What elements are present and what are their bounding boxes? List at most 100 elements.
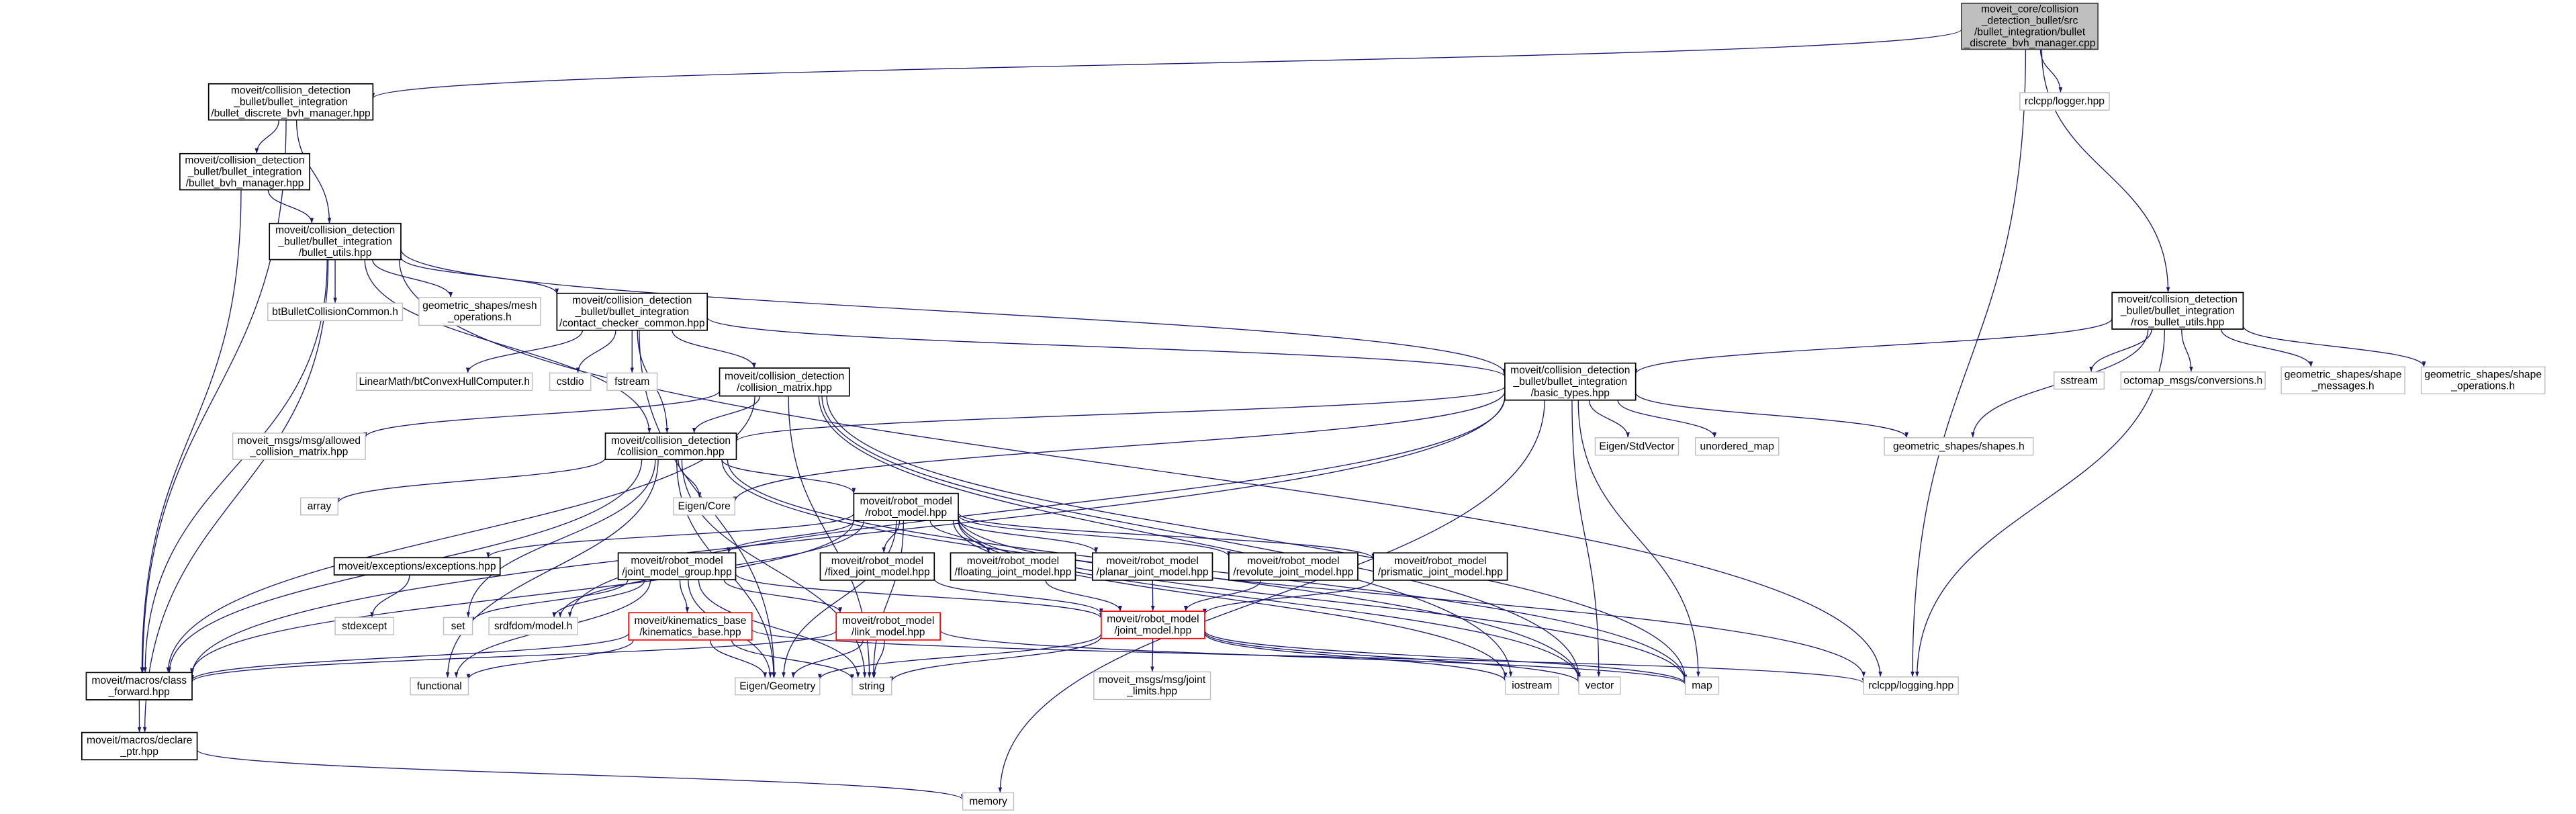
edge-jmg-to-kinematics_base: [679, 580, 690, 613]
edge-collision_matrix-to-collision_common: [692, 396, 761, 433]
edge-contact_checker-to-collision_matrix: [672, 330, 756, 369]
node-eigen_core[interactable]: Eigen/Core: [673, 497, 736, 516]
edge-ros_bullet_utils-to-logging: [1915, 329, 2166, 677]
node-box: [418, 297, 541, 326]
edges-layer: [137, 29, 2426, 801]
node-joint_limits[interactable]: moveit_msgs/msg/joint_limits.hpp: [1093, 671, 1211, 700]
node-box: [1093, 671, 1211, 700]
node-label-line: /ros_bullet_utils.hpp: [2131, 316, 2224, 328]
node-functional[interactable]: functional: [410, 677, 469, 696]
node-box: [333, 557, 501, 576]
node-box: [1961, 3, 2099, 50]
edge-contact_checker-to-linearmath: [465, 330, 584, 373]
node-mesh_ops[interactable]: geometric_shapes/mesh_operations.h: [418, 297, 541, 326]
node-prismatic[interactable]: moveit/robot_model/prismatic_joint_model…: [1373, 552, 1508, 581]
node-box: [628, 612, 753, 641]
node-map[interactable]: map: [1684, 676, 1720, 695]
node-floating[interactable]: moveit/robot_model/floating_joint_model.…: [950, 552, 1076, 581]
edge-root-to-logger: [2039, 49, 2063, 93]
node-allowed_cm[interactable]: moveit_msgs/msg/allowed_collision_matrix…: [232, 433, 366, 460]
node-collision_common[interactable]: moveit/collision_detection/collision_com…: [604, 433, 737, 460]
node-bbvh[interactable]: moveit/collision_detection_bullet/bullet…: [179, 152, 311, 191]
node-logger[interactable]: rclcpp/logger.hpp: [2019, 92, 2110, 111]
node-label-line: memory: [969, 796, 1007, 807]
node-revolute[interactable]: moveit/robot_model/revolute_joint_model.…: [1228, 552, 1359, 581]
node-label-line: _ptr.hpp: [120, 746, 158, 758]
node-label-line: _operations.h: [447, 312, 512, 323]
node-robot_model[interactable]: moveit/robot_model/robot_model.hpp: [853, 492, 959, 521]
node-label-line: moveit/collision_detection: [725, 371, 844, 382]
node-box: [269, 222, 402, 261]
node-array[interactable]: array: [300, 497, 338, 516]
node-label-line: /kinematics_base.hpp: [639, 627, 741, 638]
node-contact_checker[interactable]: moveit/collision_detection_bullet/bullet…: [556, 292, 708, 331]
node-label-line: moveit/collision_detection: [1510, 365, 1630, 376]
node-joint_model[interactable]: moveit/robot_model/joint_model.hpp: [1100, 610, 1205, 639]
node-box: [232, 433, 366, 460]
node-box: [1694, 437, 1780, 456]
edge-jmg-to-link_model: [723, 579, 842, 613]
node-label-line: moveit/robot_model: [860, 496, 952, 507]
node-shapes[interactable]: geometric_shapes/shapes.h: [1884, 437, 2034, 456]
node-ros_bullet_utils[interactable]: moveit/collision_detection_bullet/bullet…: [2111, 291, 2244, 330]
node-shape_messages[interactable]: geometric_shapes/shape_messages.h: [2281, 366, 2405, 395]
edge-link_model-to-eigen_geometry: [791, 639, 864, 678]
edge-basic_types-to-unordered_map: [1617, 400, 1717, 438]
node-unordered_map[interactable]: unordered_map: [1694, 437, 1780, 456]
node-vector[interactable]: vector: [1578, 676, 1621, 695]
node-fixed[interactable]: moveit/robot_model/fixed_joint_model.hpp: [819, 552, 935, 581]
node-box: [2054, 371, 2105, 390]
edge-bullet_utils-to-mesh_ops: [372, 259, 453, 298]
node-memory[interactable]: memory: [962, 792, 1015, 811]
node-label-line: rclcpp/logger.hpp: [2025, 96, 2105, 107]
node-label-line: /bullet_discrete_bvh_manager.hpp: [211, 107, 371, 119]
node-srdfdom[interactable]: srdfdom/model.h: [488, 617, 578, 635]
node-jmg[interactable]: moveit/robot_model/joint_model_group.hpp: [617, 552, 737, 580]
node-label-line: vector: [1585, 680, 1614, 692]
node-collision_matrix[interactable]: moveit/collision_detection/collision_mat…: [719, 367, 850, 397]
edge-kinematics_base-to-functional: [466, 639, 634, 680]
node-label-line: moveit/exceptions/exceptions.hpp: [338, 561, 496, 572]
node-box: [2111, 291, 2244, 330]
node-label-line: moveit/macros/class: [91, 675, 187, 686]
node-linearmath[interactable]: LinearMath/btConvexHullComputer.h: [356, 372, 533, 392]
node-fstream[interactable]: fstream: [606, 372, 658, 392]
node-link_model[interactable]: moveit/robot_model/link_model.hpp: [835, 612, 941, 641]
node-eigen_geometry[interactable]: Eigen/Geometry: [735, 677, 821, 696]
edge-jmg-to-set: [470, 579, 629, 623]
node-planar[interactable]: moveit/robot_model/planar_joint_model.hp…: [1092, 552, 1213, 581]
edge-bbvh-to-class_forward: [140, 189, 242, 673]
node-string[interactable]: string: [852, 677, 892, 696]
node-iostream[interactable]: iostream: [1504, 676, 1559, 695]
node-logging[interactable]: rclcpp/logging.hpp: [1863, 676, 1959, 695]
node-cstdio[interactable]: cstdio: [549, 372, 592, 392]
node-bdbm[interactable]: moveit/collision_detection_bullet/bullet…: [208, 83, 374, 121]
node-set[interactable]: set: [443, 617, 473, 635]
node-exceptions[interactable]: moveit/exceptions/exceptions.hpp: [333, 557, 501, 576]
node-eigen_stdvector[interactable]: Eigen/StdVector: [1594, 437, 1680, 456]
node-label-line: functional: [417, 681, 462, 692]
node-label-line: moveit_core/collision: [1981, 4, 2078, 15]
node-label-line: moveit/collision_detection: [275, 224, 395, 236]
node-basic_types[interactable]: moveit/collision_detection_bullet/bullet…: [1504, 362, 1637, 401]
edge-declare_ptr-to-memory: [196, 749, 965, 801]
node-octomap[interactable]: octomap_msgs/conversions.h: [2120, 371, 2266, 390]
node-btbullet[interactable]: btBulletCollisionCommon.h: [267, 302, 404, 322]
edge-kinematics_base-to-string: [731, 639, 854, 680]
node-bullet_utils[interactable]: moveit/collision_detection_bullet/bullet…: [269, 222, 402, 261]
node-label-line: /floating_joint_model.hpp: [955, 567, 1072, 578]
node-sstream[interactable]: sstream: [2054, 371, 2105, 390]
node-label-line: moveit/collision_detection: [185, 155, 304, 167]
node-declare_ptr[interactable]: moveit/macros/declare_ptr.hpp: [81, 731, 198, 761]
edge-robot_model-to-planar: [958, 519, 1099, 553]
node-box: [267, 302, 404, 322]
edge-kinematics_base-to-eigen_geometry: [709, 639, 768, 678]
node-stdexcept[interactable]: stdexcept: [334, 617, 394, 635]
node-shape_operations[interactable]: geometric_shapes/shape_operations.h: [2420, 366, 2546, 395]
node-class_forward[interactable]: moveit/macros/class_forward.hpp: [85, 672, 193, 700]
node-label-line: _bullet/bullet_integration: [277, 236, 392, 247]
node-kinematics_base[interactable]: moveit/kinematics_base/kinematics_base.h…: [628, 612, 753, 641]
node-label-line: /joint_model.hpp: [1115, 625, 1192, 637]
node-root[interactable]: moveit_core/collision_detection_bullet/s…: [1961, 3, 2099, 50]
node-label-line: array: [308, 501, 332, 512]
